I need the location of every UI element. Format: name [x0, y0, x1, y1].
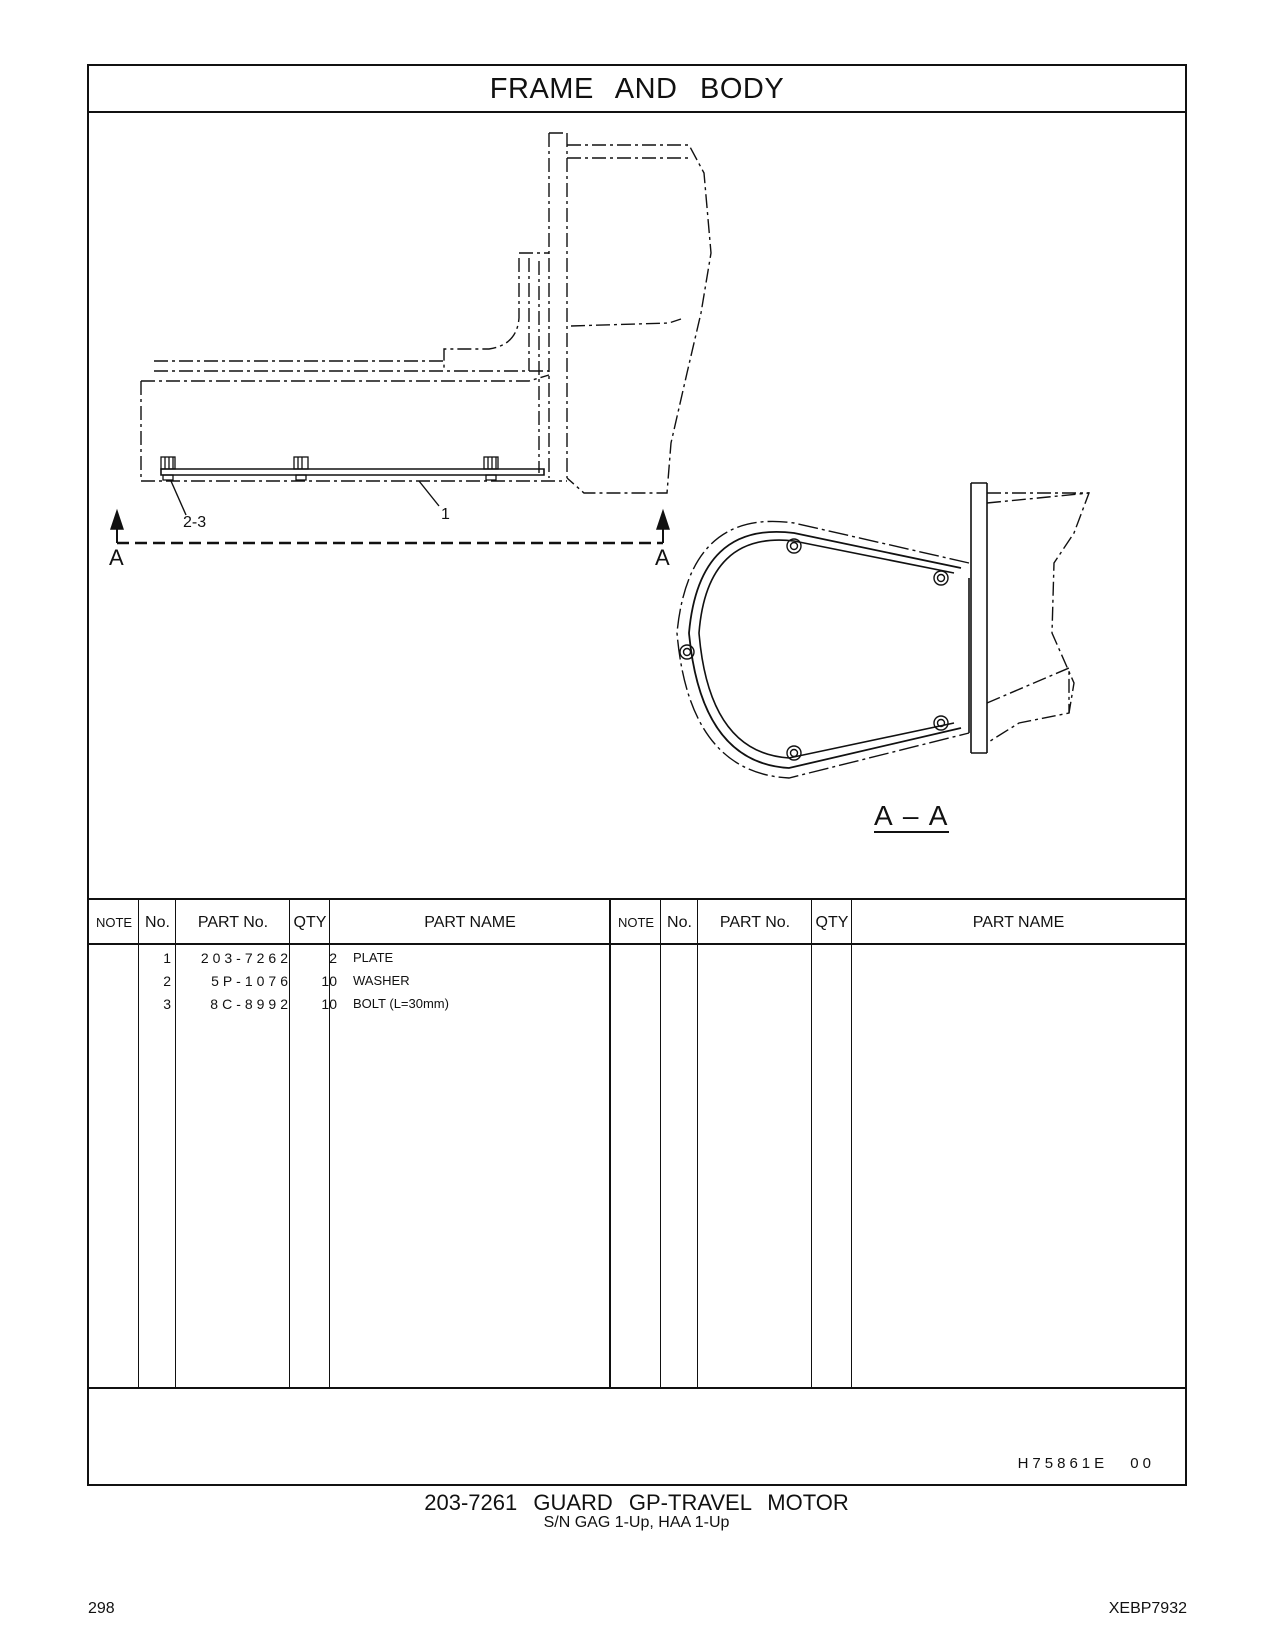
row-part-name: PLATE	[353, 950, 394, 965]
row-part-name: WASHER	[353, 973, 410, 988]
col-divider	[289, 898, 290, 1388]
table-header: NOTE No. PART No. QTY PART NAME NOTE No.…	[89, 898, 1185, 945]
parts-page-frame: FRAME AND BODY	[87, 64, 1187, 1486]
callout-1: 1	[441, 506, 450, 523]
page-number: 298	[88, 1600, 115, 1617]
col-part-no: PART No.	[197, 914, 269, 931]
col-divider	[175, 898, 176, 1388]
table-row: 2 5P-1076 10 WASHER	[89, 970, 1185, 993]
col-note-2: NOTE	[617, 915, 655, 930]
section-marker-left: A	[109, 545, 124, 570]
table-bottom-rule	[89, 1387, 1185, 1389]
section-view-title: A – A	[874, 800, 950, 833]
row-qty: 10	[321, 996, 337, 1012]
row-qty: 10	[321, 973, 337, 989]
col-divider	[851, 898, 852, 1388]
serial-range: S/N GAG 1-Up, HAA 1-Up	[543, 1514, 730, 1531]
document-id: XEBP7932	[1108, 1600, 1187, 1617]
col-divider	[811, 898, 812, 1388]
row-part-no: 203-7262	[200, 950, 292, 966]
row-part-no: 8C-8992	[210, 996, 292, 1012]
row-item-no: 3	[163, 996, 171, 1012]
col-divider	[660, 898, 661, 1388]
row-qty: 2	[329, 950, 337, 966]
page-title: FRAME AND BODY	[89, 66, 1185, 113]
col-part-name-2: PART NAME	[972, 914, 1065, 931]
col-qty-2: QTY	[815, 914, 849, 931]
row-item-no: 2	[163, 973, 171, 989]
col-part-name: PART NAME	[424, 914, 516, 931]
col-qty: QTY	[293, 914, 327, 931]
exploded-view-illustration	[110, 132, 1091, 779]
row-item-no: 1	[163, 950, 171, 966]
section-marker-right: A	[655, 545, 670, 570]
col-divider-center	[609, 898, 611, 1388]
parts-drawing: 2-3 1 A A A – A	[89, 113, 1185, 901]
drawing-code: H75861E 00	[1017, 1455, 1155, 1472]
table-row: 1 203-7262 2 PLATE	[89, 947, 1185, 970]
col-note: NOTE	[95, 915, 133, 930]
row-part-no: 5P-1076	[211, 973, 292, 989]
col-no-2: No.	[667, 914, 692, 931]
col-divider	[329, 898, 330, 1388]
col-no: No.	[145, 914, 170, 931]
col-part-no-2: PART No.	[719, 914, 791, 931]
group-title: 203-7261 GUARD GP-TRAVEL MOTOR	[424, 1490, 849, 1515]
parts-table: NOTE No. PART No. QTY PART NAME NOTE No.…	[89, 898, 1185, 1388]
table-row: 3 8C-8992 10 BOLT (L=30mm)	[89, 993, 1185, 1016]
row-part-name: BOLT (L=30mm)	[353, 996, 449, 1011]
col-divider	[138, 898, 139, 1388]
col-divider	[697, 898, 698, 1388]
callout-2-3: 2-3	[183, 514, 207, 531]
